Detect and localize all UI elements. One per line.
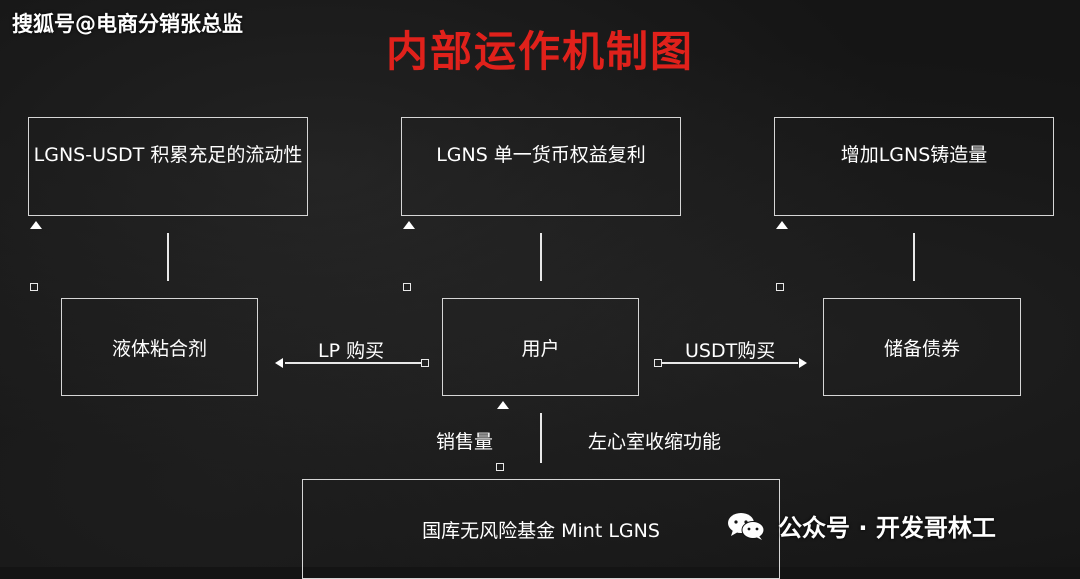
- connector-handle: [776, 283, 784, 291]
- diagram-title: 内部运作机制图: [385, 27, 694, 76]
- connector-line: [540, 413, 542, 463]
- box-liquid-binder-label: 液体粘合剂: [111, 337, 207, 360]
- connector-handle: [654, 359, 662, 367]
- box-user-label: 用户: [521, 337, 560, 360]
- connector-line: [167, 233, 169, 281]
- label-sales-volume: 销售量: [436, 431, 494, 453]
- label-left-ventricle: 左心室收缩功能: [588, 431, 722, 453]
- connector-line: [540, 233, 542, 281]
- box-liquidity: LGNS-USDT 积累充足的流动性: [28, 117, 308, 216]
- label-lp-buy: LP 购买: [318, 340, 385, 362]
- wechat-icon: [728, 512, 765, 540]
- watermark-wechat-label: 公众号 · 开发哥林工: [778, 514, 996, 542]
- connector-line: [913, 233, 915, 281]
- box-mint-increase-label: 增加LGNS铸造量: [840, 144, 988, 166]
- box-compound-label: LGNS 单一货币权益复利: [436, 144, 646, 166]
- connector-line: [662, 362, 798, 364]
- arrow-up-marker: [30, 221, 42, 229]
- connector-handle: [403, 283, 411, 291]
- connector-line: [285, 362, 421, 364]
- box-compound: LGNS 单一货币权益复利: [401, 117, 681, 216]
- box-user: 用户: [442, 298, 639, 396]
- box-reserve-bonds: 储备债券: [823, 298, 1021, 396]
- connector-handle: [421, 359, 429, 367]
- box-liquidity-label: LGNS-USDT 积累充足的流动性: [33, 144, 303, 166]
- label-usdt-buy: USDT购买: [685, 340, 776, 362]
- box-treasury: 国库无风险基金 Mint LGNS: [302, 479, 780, 579]
- arrow-up-marker: [403, 221, 415, 229]
- background: [0, 0, 1080, 567]
- box-mint-increase: 增加LGNS铸造量: [774, 117, 1054, 216]
- box-reserve-bonds-label: 储备债券: [883, 337, 960, 360]
- connector-handle: [496, 463, 504, 471]
- connector-handle: [30, 283, 38, 291]
- box-treasury-label: 国库无风险基金 Mint LGNS: [422, 519, 660, 542]
- watermark-wechat: 公众号 · 开发哥林工: [726, 508, 996, 543]
- box-liquid-binder: 液体粘合剂: [61, 298, 258, 396]
- watermark-sohu: 搜狐号@电商分销张总监: [12, 12, 243, 36]
- arrow-left-head: [275, 358, 283, 368]
- arrow-up-marker: [497, 401, 509, 409]
- arrow-right-head: [799, 358, 807, 368]
- arrow-up-marker: [776, 221, 788, 229]
